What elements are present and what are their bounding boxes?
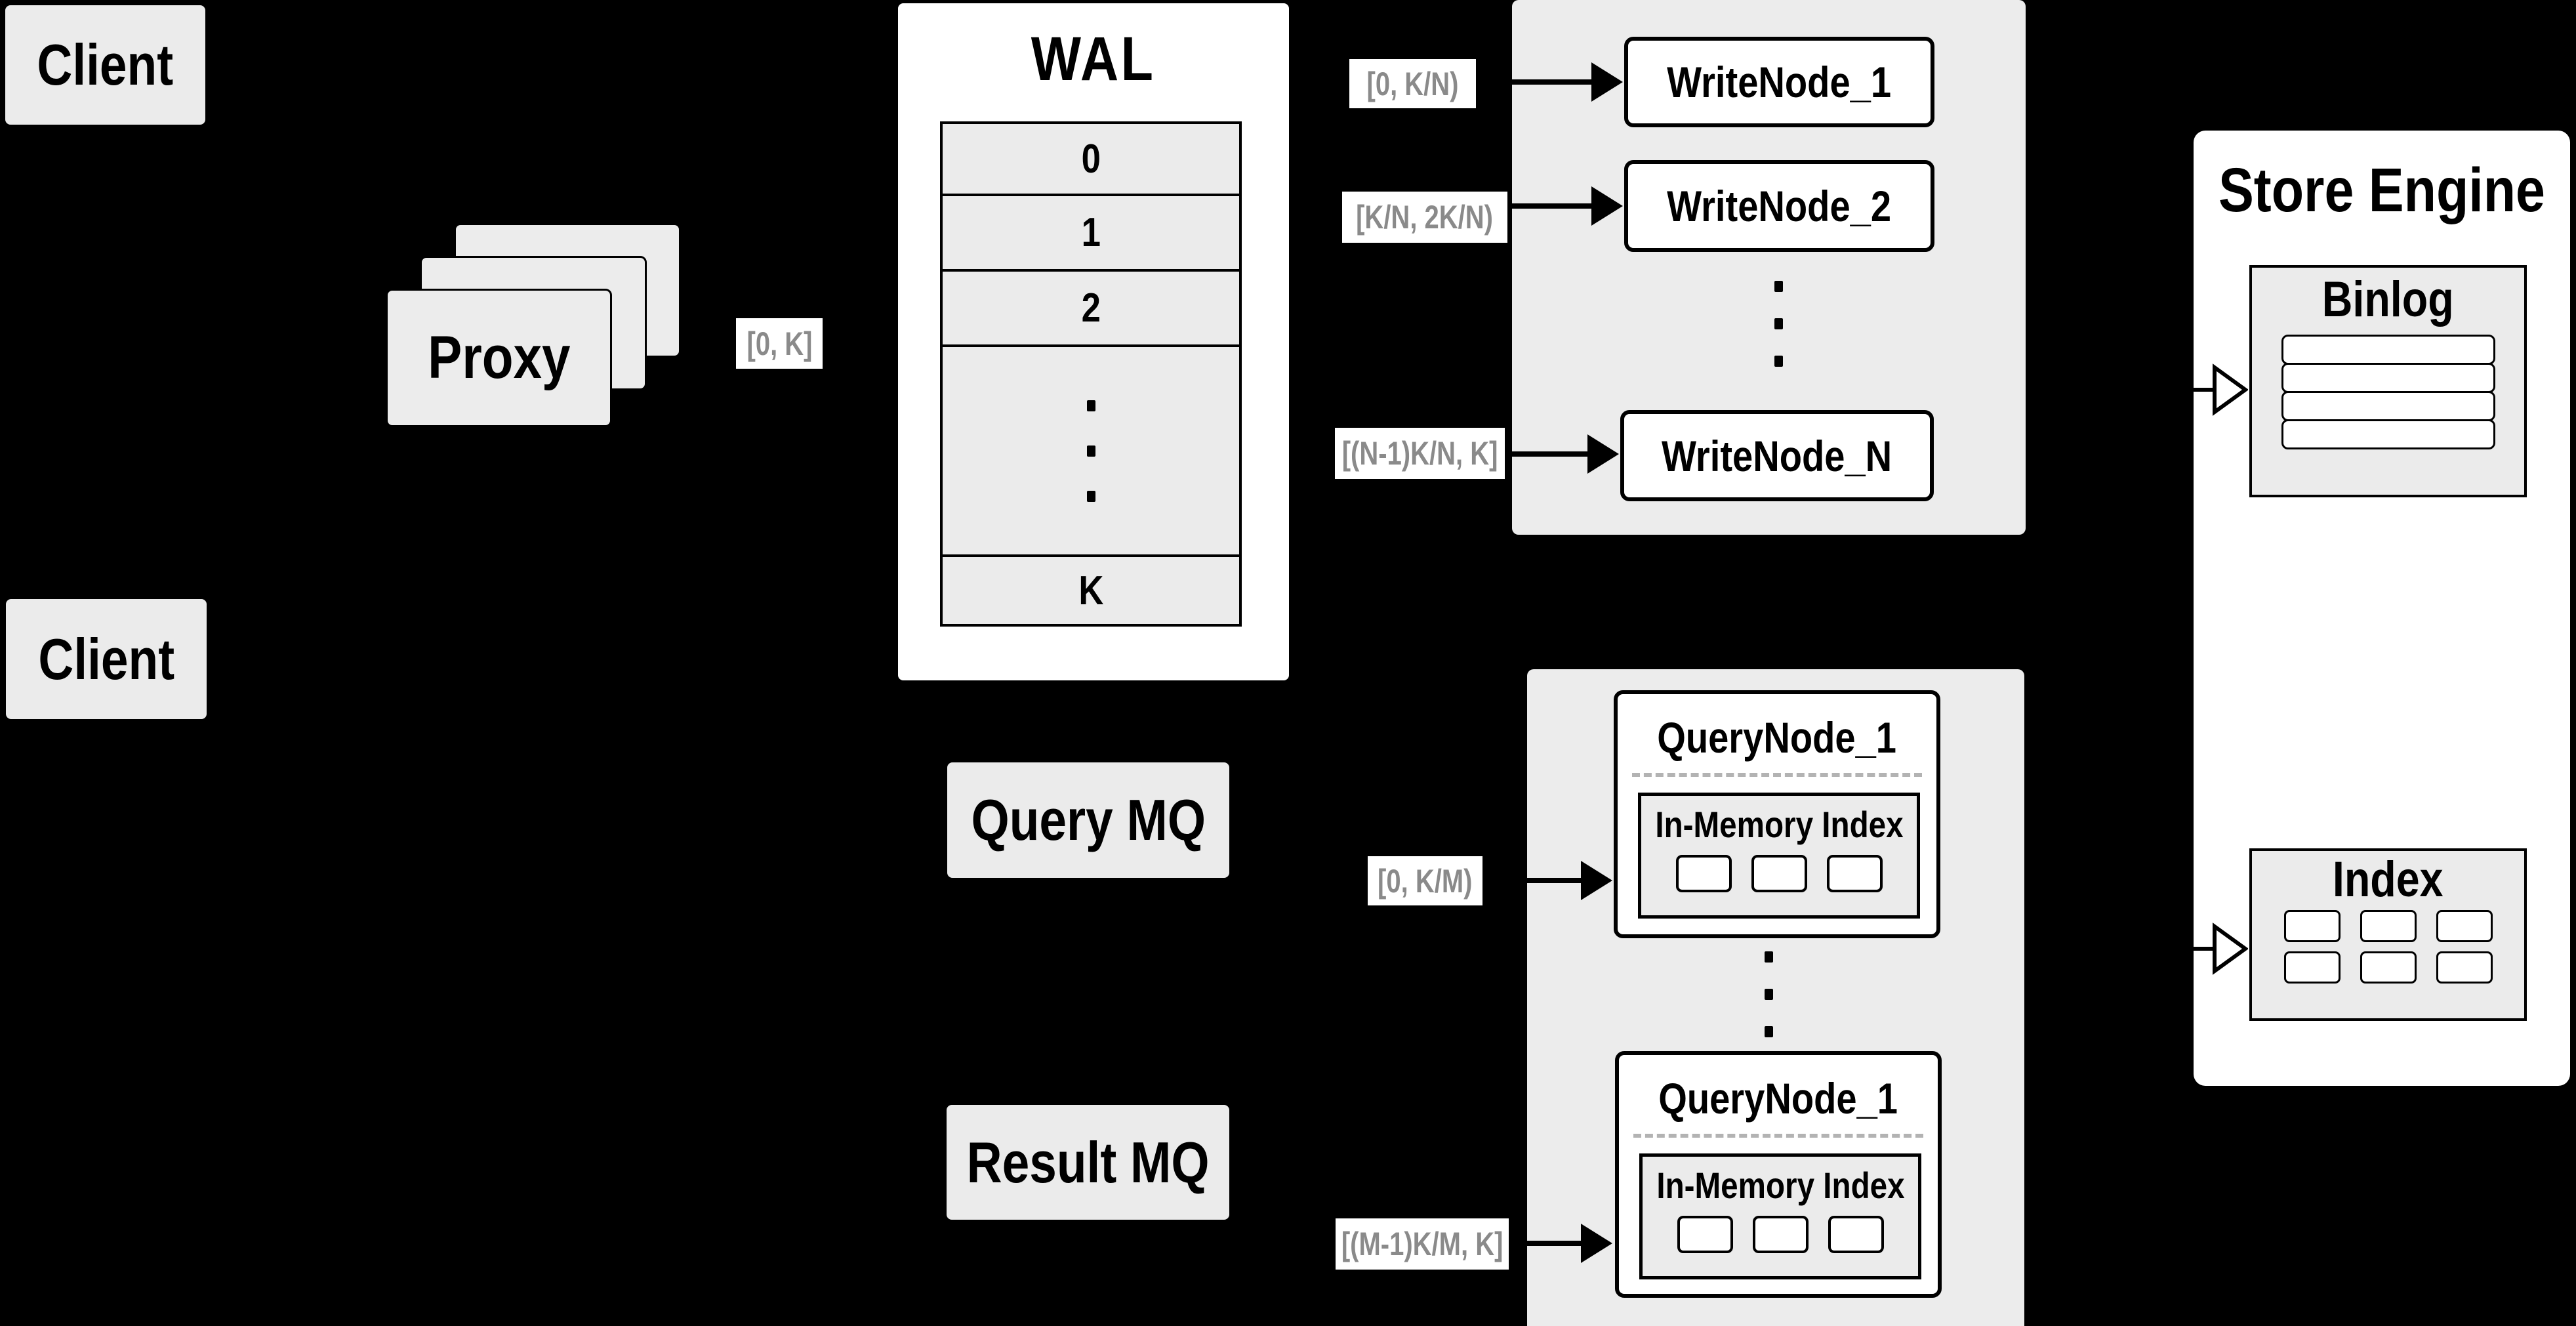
client-top-label: Client xyxy=(37,32,174,97)
query-mq-box: Query MQ xyxy=(947,762,1229,878)
range-chip-query-1: [0, K/M) xyxy=(1368,856,1482,905)
index-box: Index xyxy=(2249,848,2527,1021)
binlog-row xyxy=(2281,391,2495,421)
binlog-rows xyxy=(2281,335,2495,449)
store-engine-box: Store Engine Binlog Index xyxy=(2194,131,2570,1086)
wal-row-2: 2 xyxy=(943,272,1239,347)
store-engine-title: Store Engine xyxy=(2218,155,2546,225)
binlog-box: Binlog xyxy=(2249,265,2527,497)
binlog-row xyxy=(2281,363,2495,393)
binlog-title: Binlog xyxy=(2322,271,2454,327)
write-node-2-label: WriteNode_2 xyxy=(1667,182,1892,230)
in-memory-index-title-1: In-Memory Index xyxy=(1654,803,1904,845)
wal-segment-table: 0 1 2 K xyxy=(940,121,1242,627)
client-box-top: Client xyxy=(5,5,205,125)
write-nodes-ellipsis-icon xyxy=(1774,281,1783,367)
range-chip-write-n: [(N-1)K/N, K] xyxy=(1335,428,1505,479)
index-cell xyxy=(2360,910,2417,942)
memory-cell xyxy=(1675,855,1732,892)
write-node-1: WriteNode_1 xyxy=(1624,37,1934,127)
write-node-1-label: WriteNode_1 xyxy=(1667,58,1892,106)
proxy-card-front: Proxy xyxy=(386,289,612,427)
in-memory-index-box-2: In-Memory Index xyxy=(1639,1153,1921,1279)
wal-ellipsis-icon xyxy=(1086,400,1095,502)
index-title: Index xyxy=(2333,851,2443,907)
hollow-arrow-to-binlog-icon xyxy=(2190,363,2248,416)
in-memory-index-cells-2 xyxy=(1643,1216,1918,1253)
query-node-2-divider xyxy=(1633,1134,1923,1138)
proxy-label: Proxy xyxy=(427,324,571,391)
in-memory-index-title-2: In-Memory Index xyxy=(1656,1164,1905,1206)
arrow-to-write-node-n-icon xyxy=(1508,432,1619,476)
wal-row-ellipsis xyxy=(943,347,1239,557)
query-mq-label: Query MQ xyxy=(971,787,1206,852)
wal-row-1: 1 xyxy=(943,196,1239,272)
arrow-to-query-node-1-icon xyxy=(1486,858,1612,903)
arrow-to-write-node-1-icon xyxy=(1479,60,1623,104)
memory-cell xyxy=(1751,855,1807,892)
query-node-1: QueryNode_1 In-Memory Index xyxy=(1614,690,1940,938)
index-cell xyxy=(2436,910,2493,942)
result-mq-label: Result MQ xyxy=(966,1129,1210,1195)
range-chip-query-2: [(M-1)K/M, K] xyxy=(1336,1218,1509,1270)
index-cell xyxy=(2360,951,2417,984)
query-node-1-title: QueryNode_1 xyxy=(1657,713,1897,762)
memory-cell xyxy=(1752,1216,1809,1253)
memory-cell xyxy=(1828,1216,1884,1253)
write-node-n: WriteNode_N xyxy=(1620,410,1934,501)
memory-cell xyxy=(1677,1216,1733,1253)
binlog-row xyxy=(2281,419,2495,449)
memory-cell xyxy=(1826,855,1883,892)
arrow-to-query-node-2-icon xyxy=(1512,1221,1612,1266)
write-node-n-label: WriteNode_N xyxy=(1662,431,1892,480)
binlog-row xyxy=(2281,335,2495,365)
index-cell xyxy=(2436,951,2493,984)
wal-row-0: 0 xyxy=(943,124,1239,196)
in-memory-index-cells-1 xyxy=(1641,855,1917,892)
range-chip-proxy-wal: [0, K] xyxy=(736,318,823,369)
query-node-2-title: QueryNode_1 xyxy=(1658,1074,1898,1123)
write-node-2: WriteNode_2 xyxy=(1624,160,1934,252)
result-mq-box: Result MQ xyxy=(947,1105,1229,1220)
arrow-to-write-node-2-icon xyxy=(1511,184,1623,228)
client-bottom-label: Client xyxy=(38,626,174,692)
client-box-bottom: Client xyxy=(6,599,207,719)
range-chip-proxy-wal-label: [0, K] xyxy=(746,325,812,362)
query-nodes-ellipsis-icon xyxy=(1765,951,1773,1037)
query-node-1-divider xyxy=(1632,773,1922,777)
in-memory-index-box-1: In-Memory Index xyxy=(1638,793,1920,919)
range-chip-write-2: [K/N, 2K/N) xyxy=(1342,192,1507,243)
index-cells-row-2 xyxy=(2252,951,2524,984)
proxy-stack: Proxy xyxy=(386,223,681,427)
wal-row-k: K xyxy=(943,557,1239,624)
index-cells-row-1 xyxy=(2252,910,2524,942)
wal-box: WAL 0 1 2 K xyxy=(898,3,1289,680)
range-chip-write-1: [0, K/N) xyxy=(1349,59,1476,108)
index-cell xyxy=(2283,951,2341,984)
query-node-2: QueryNode_1 In-Memory Index xyxy=(1615,1051,1942,1298)
hollow-arrow-to-index-icon xyxy=(2190,922,2248,975)
wal-title: WAL xyxy=(1031,24,1156,94)
index-cell xyxy=(2283,910,2341,942)
